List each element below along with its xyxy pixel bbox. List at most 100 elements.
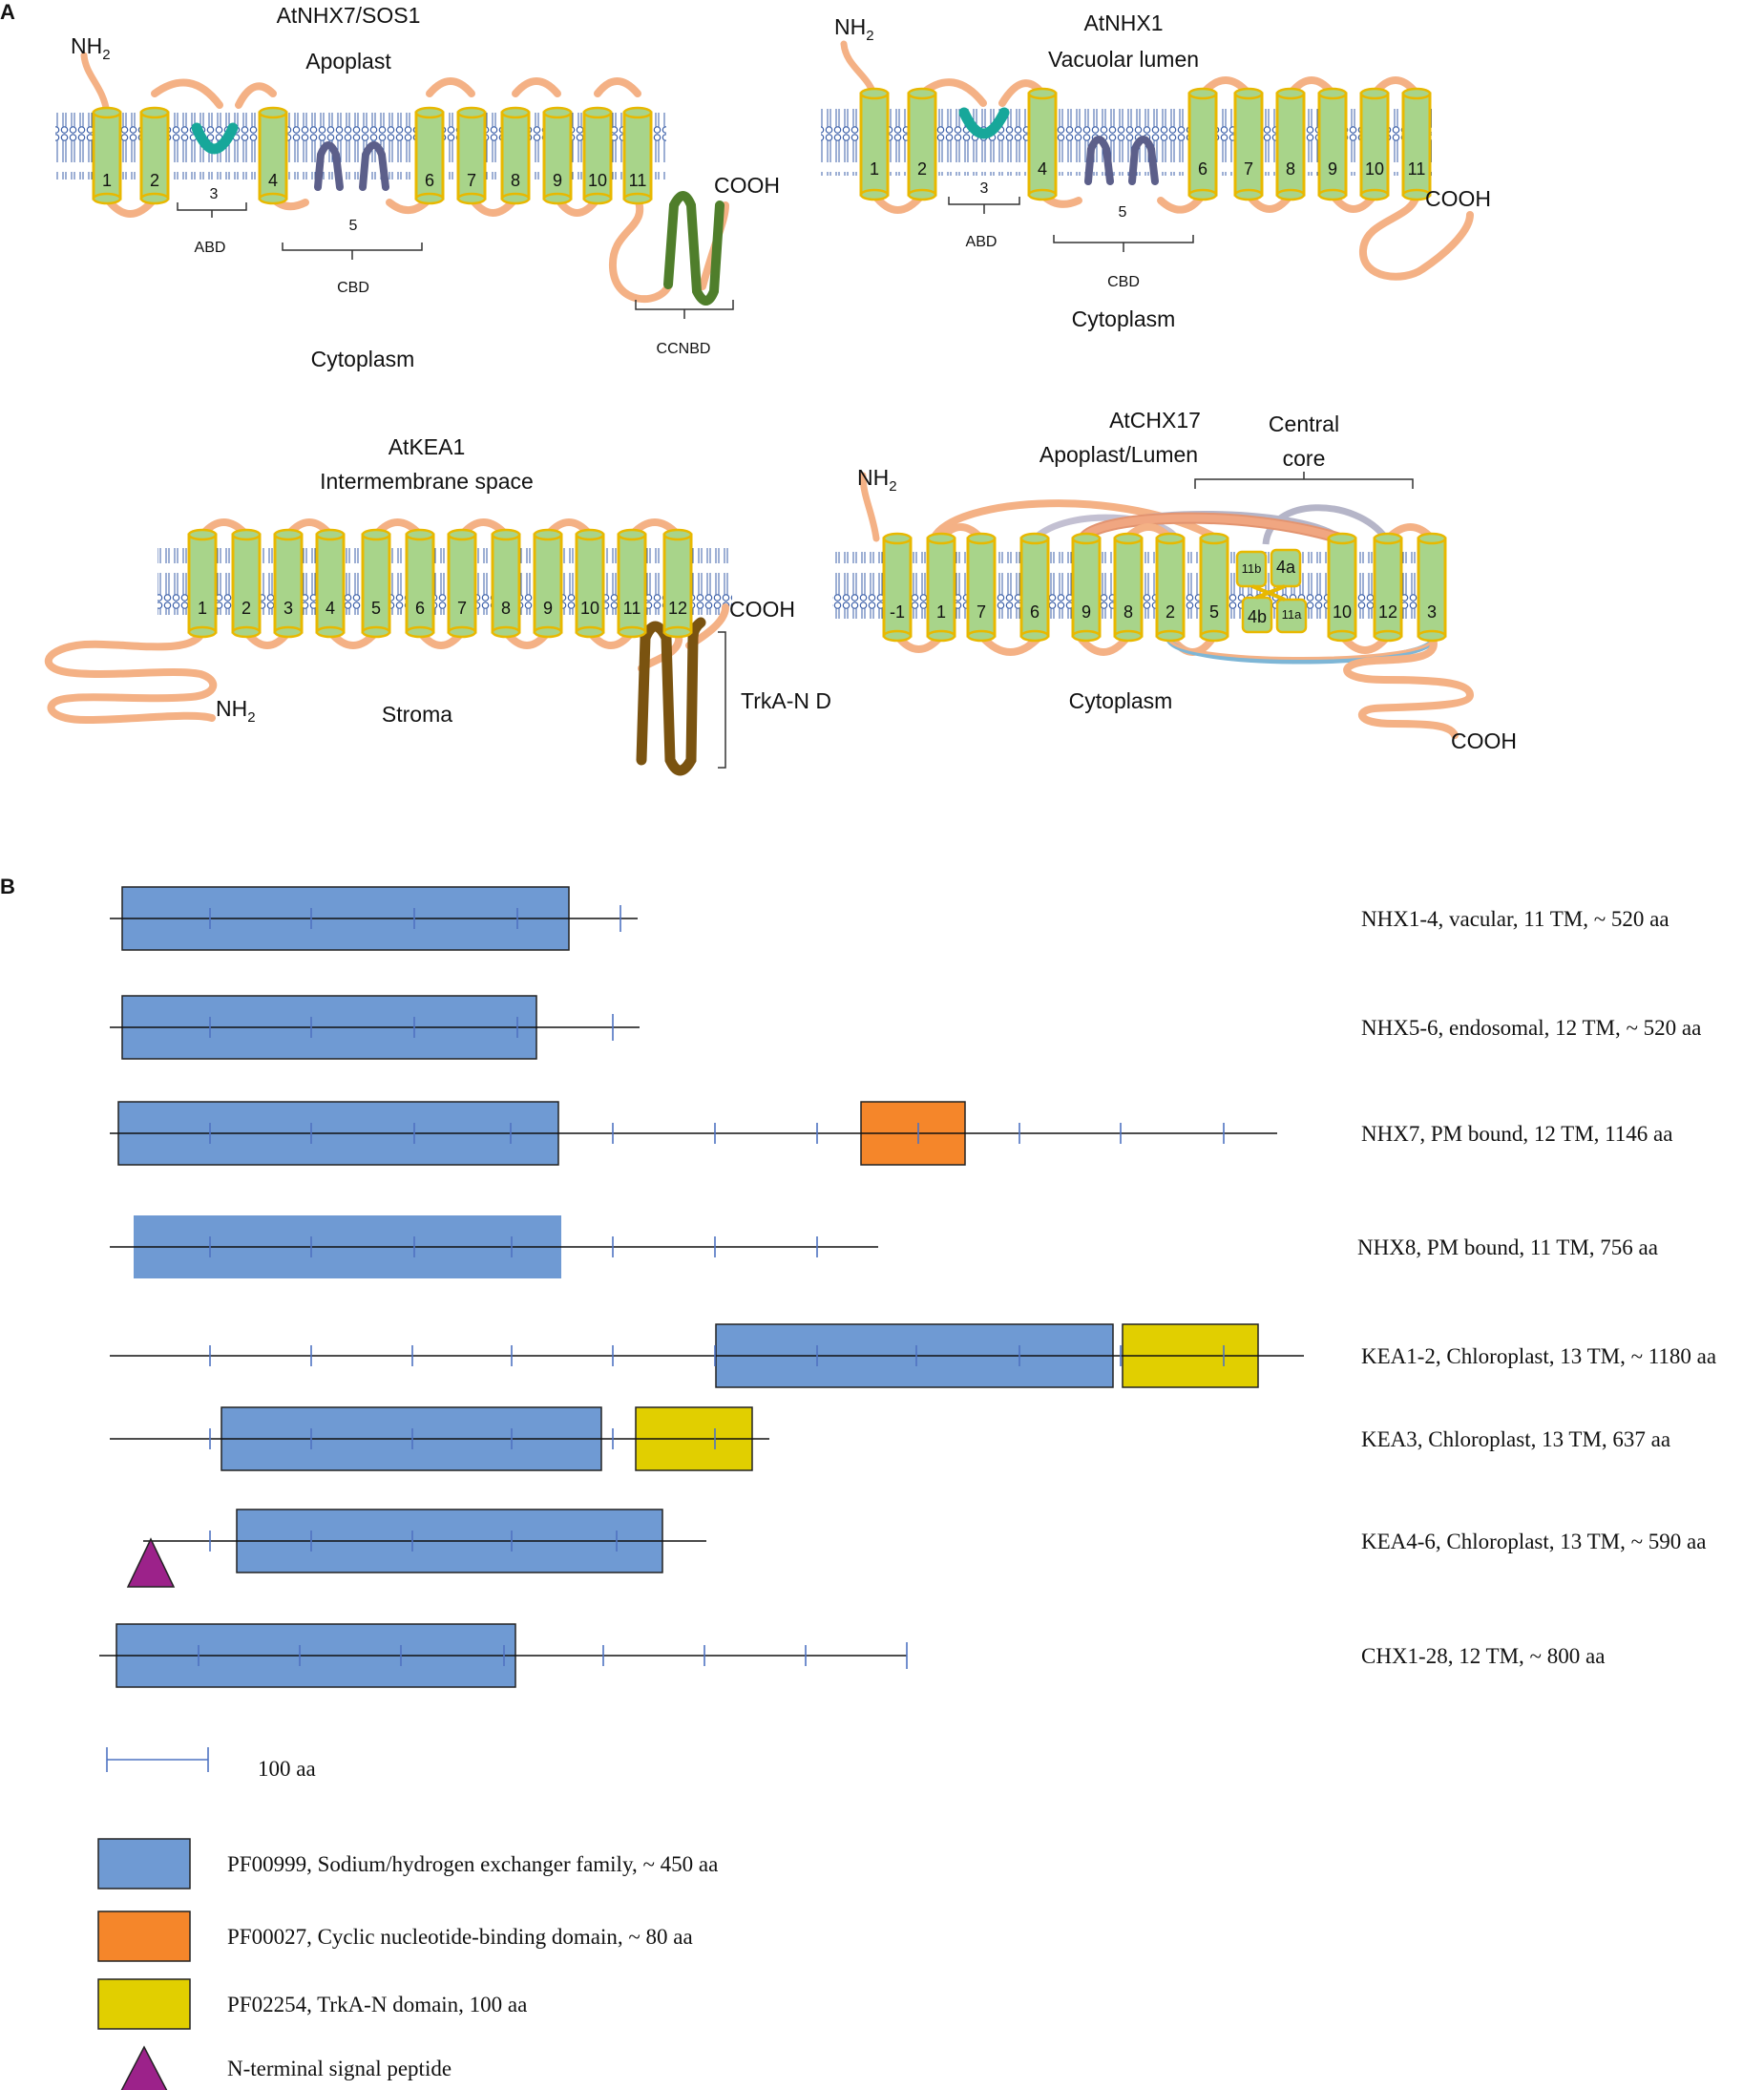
svg-text:6: 6 (425, 171, 434, 190)
svg-text:8: 8 (511, 171, 520, 190)
nhx7-helix-6: 6 (414, 106, 445, 205)
svg-text:8: 8 (1124, 602, 1133, 622)
protein-row: NHX7, PM bound, 12 TM, 1146 aa (110, 1101, 1672, 1166)
chx17-helix-12: 12 (1373, 532, 1403, 643)
kea1-helix-2: 2 (231, 528, 262, 639)
nhx1-cbd-label: CBD (1107, 274, 1140, 290)
protein-label: KEA3, Chloroplast, 13 TM, 637 aa (1361, 1427, 1670, 1451)
svg-text:9: 9 (1328, 159, 1337, 179)
nhx7-apoplast-label: Apoplast (305, 49, 391, 74)
nhx7-helix-7: 7 (456, 106, 487, 205)
svg-text:7: 7 (1244, 159, 1253, 179)
protein-label: NHX5-6, endosomal, 12 TM, ~ 520 aa (1361, 1016, 1701, 1040)
kea1-helix-10: 10 (575, 528, 605, 639)
svg-text:11: 11 (1408, 159, 1426, 179)
nhx1-helix-3-label: 3 (980, 180, 989, 197)
panel-label-b: B (0, 875, 15, 898)
kea1-helix-5: 5 (361, 528, 391, 639)
protein-label: NHX8, PM bound, 11 TM, 756 aa (1357, 1235, 1658, 1259)
chx17-helix-6: 6 (1019, 532, 1050, 643)
kea1-helix-6: 6 (405, 528, 435, 639)
legend-item: PF02254, TrkA-N domain, 100 aa (97, 1978, 527, 2030)
nhx7-abd-label: ABD (195, 240, 226, 256)
svg-text:2: 2 (1166, 602, 1175, 622)
chx17-helix-7: 7 (966, 532, 997, 643)
protein-label: KEA4-6, Chloroplast, 13 TM, ~ 590 aa (1361, 1530, 1706, 1553)
svg-text:1: 1 (198, 599, 207, 618)
chx17-central-label: Central (1269, 412, 1339, 436)
svg-text:11: 11 (623, 599, 641, 618)
nhx1-helix-10: 10 (1359, 87, 1390, 201)
svg-text:10: 10 (1333, 602, 1352, 622)
nhx7-ccnbd-label: CCNBD (657, 341, 711, 357)
chx17-cytoplasm-label: Cytoplasm (1069, 688, 1173, 713)
svg-text:5: 5 (371, 599, 381, 618)
svg-text:9: 9 (1082, 602, 1091, 622)
nhx7-n-terminus: NH2 (71, 33, 111, 63)
legend: PF00999, Sodium/hydrogen exchanger famil… (97, 1838, 718, 2090)
chx17-c-terminus: COOH (1451, 728, 1517, 753)
nhx7-c-terminus: COOH (714, 173, 780, 198)
svg-text:12: 12 (668, 599, 687, 618)
kea1-helix-7: 7 (447, 528, 477, 639)
kea1-c-terminus: COOH (729, 597, 795, 622)
nhx7-helix-11: 11 (622, 106, 653, 205)
svg-text:10: 10 (588, 171, 607, 190)
kea1-intermembrane-space-label: Intermembrane space (320, 469, 534, 494)
nhx1-helix-11: 11 (1401, 87, 1432, 201)
chx17-apoplast-lumen-label: Apoplast/Lumen (1040, 442, 1198, 467)
protein-label: KEA1-2, Chloroplast, 13 TM, ~ 1180 aa (1361, 1344, 1716, 1368)
nhx1-title: AtNHX1 (1083, 11, 1163, 35)
svg-text:6: 6 (415, 599, 425, 618)
legend-item: PF00027, Cyclic nucleotide-binding domai… (97, 1911, 693, 1962)
chx17-helix-9: 9 (1071, 532, 1102, 643)
svg-text:5: 5 (1209, 602, 1219, 622)
svg-text:2: 2 (917, 159, 927, 179)
protein-row: KEA3, Chloroplast, 13 TM, 637 aa (110, 1406, 1670, 1471)
svg-text:7: 7 (976, 602, 986, 622)
svg-text:9: 9 (553, 171, 562, 190)
kea1-stroma-label: Stroma (382, 702, 452, 727)
svg-text:3: 3 (1427, 602, 1437, 622)
nhx1-vacuolar-lumen-label: Vacuolar lumen (1048, 47, 1199, 72)
protein-row: KEA4-6, Chloroplast, 13 TM, ~ 590 aa (126, 1509, 1706, 1588)
legend-item: PF00999, Sodium/hydrogen exchanger famil… (97, 1838, 718, 1889)
chx17-helix-10: 10 (1327, 532, 1357, 643)
nhx7-helix-5-label: 5 (349, 218, 358, 234)
nhx7-helix-3-label: 3 (210, 186, 219, 202)
nhx1-helix-7: 7 (1233, 87, 1264, 201)
nhx1-helix-4: 4 (1027, 87, 1058, 201)
svg-text:4: 4 (268, 171, 278, 190)
svg-text:12: 12 (1378, 602, 1397, 622)
chx17-helix-3: 3 (1417, 532, 1447, 643)
kea1-helix-3: 3 (273, 528, 304, 639)
kea1-title: AtKEA1 (388, 434, 466, 459)
protein-row: KEA1-2, Chloroplast, 13 TM, ~ 1180 aa (110, 1323, 1716, 1388)
nhx7-helix-1: 1 (92, 106, 122, 205)
svg-text:7: 7 (457, 599, 467, 618)
svg-text:7: 7 (467, 171, 476, 190)
nhx7-cbd-label: CBD (337, 280, 369, 296)
chx17-helix-1: 1 (926, 532, 956, 643)
kea1-helix-11: 11 (617, 528, 647, 639)
svg-text:PF02254, TrkA-N domain, 100 aa: PF02254, TrkA-N domain, 100 aa (227, 1993, 527, 2016)
legend-item: N-terminal signal peptide (120, 2045, 452, 2090)
kea1-helix-1: 1 (187, 528, 218, 639)
nhx7-helix-8: 8 (500, 106, 531, 205)
nhx1-helix-8: 8 (1275, 87, 1306, 201)
protein-row: NHX5-6, endosomal, 12 TM, ~ 520 aa (110, 995, 1701, 1060)
chx17-helix-4b-label: 4b (1248, 607, 1267, 626)
nhx1-helix-5-label: 5 (1119, 204, 1127, 221)
svg-text:1: 1 (102, 171, 112, 190)
svg-text:PF00027, Cyclic nucleotide-bin: PF00027, Cyclic nucleotide-binding domai… (227, 1925, 693, 1949)
svg-text:9: 9 (543, 599, 553, 618)
protein-row: NHX8, PM bound, 11 TM, 756 aa (110, 1215, 1658, 1278)
svg-text:4: 4 (326, 599, 335, 618)
scale-bar: 100 aa (106, 1747, 316, 1781)
nhx7-helix-4: 4 (258, 106, 288, 205)
svg-text:1: 1 (936, 602, 946, 622)
